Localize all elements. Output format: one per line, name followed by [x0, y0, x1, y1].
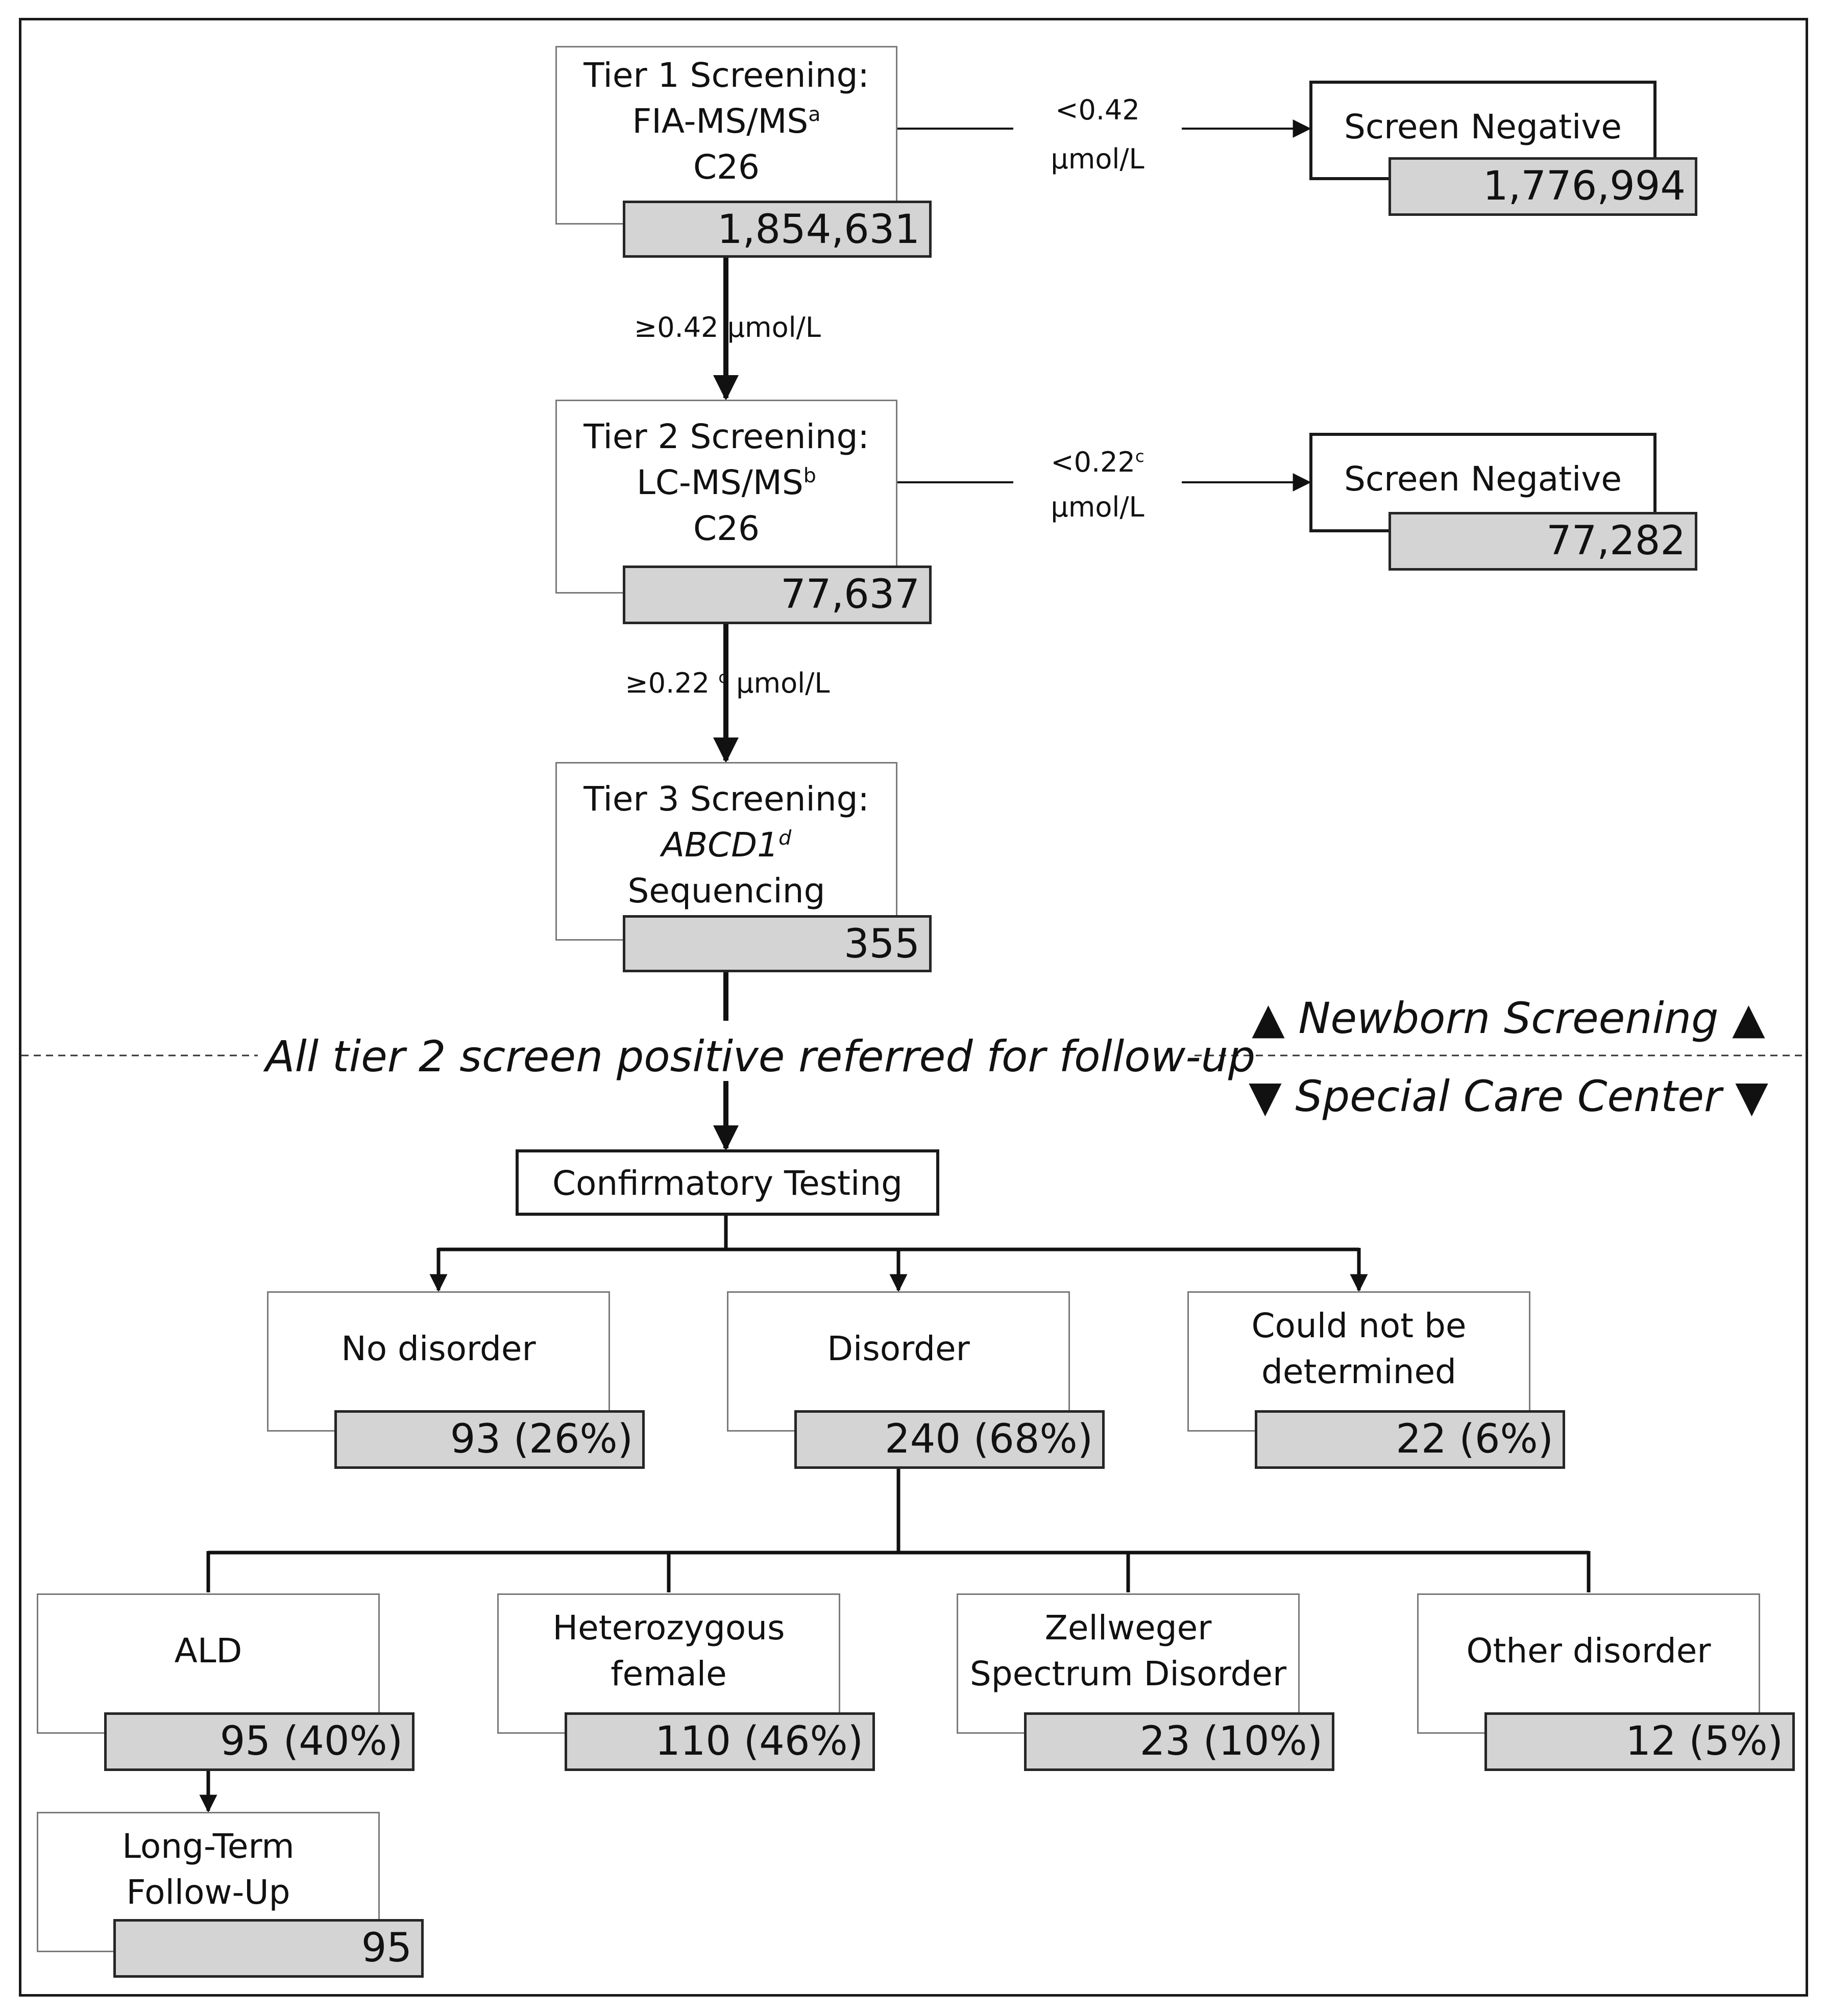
tier1-box: Tier 1 Screening: FIA-MS/MSa C26: [555, 46, 897, 225]
disorder-ald-box: ALD: [37, 1593, 380, 1734]
tier1-title: Tier 1 Screening:: [583, 56, 869, 95]
outcome-undetermined-box: Could not be determined: [1187, 1291, 1530, 1432]
tier2-title: Tier 2 Screening:: [583, 417, 869, 456]
tier2-negative-threshold: <0.22: [1051, 446, 1135, 478]
outcome-no-disorder-box: No disorder: [267, 1291, 610, 1432]
tier3-title: Tier 3 Screening:: [583, 779, 869, 819]
divider-text: All tier 2 screen positive referred for …: [265, 1031, 1256, 1081]
outcome-label-line1: Disorder: [827, 1329, 970, 1368]
followup-count: 95: [113, 1919, 424, 1978]
disorder-zellweger-box: Zellweger Spectrum Disorder: [957, 1593, 1300, 1734]
outcome-label-line2: determined: [1261, 1352, 1456, 1391]
tier2-count: 77,637: [623, 566, 932, 624]
tier2-to-tier3-threshold-line: ≥0.22 c µmol/L: [587, 666, 868, 701]
followup-label-line2: Follow-Up: [126, 1873, 290, 1912]
disorder-zellweger-count: 23 (10%): [1024, 1712, 1334, 1771]
disorder-other-count: 12 (5%): [1484, 1712, 1795, 1771]
disorder-heterozygous-count: 110 (46%): [565, 1712, 875, 1771]
tier2-negative-unit: µmol/L: [1051, 491, 1144, 523]
figure-frame: [19, 18, 1808, 1997]
newborn-screening-label: ▲ Newborn Screening ▲: [1252, 993, 1765, 1043]
tier2-to-tier3-threshold: ≥0.22: [625, 667, 710, 699]
tier1-negative-count: 1,776,994: [1388, 157, 1697, 216]
confirmatory-testing-box: Confirmatory Testing: [516, 1149, 939, 1216]
disorder-label-line2: female: [611, 1654, 727, 1693]
tier2-method-line: LC-MS/MSb: [557, 460, 896, 506]
special-care-center-label: ▼ Special Care Center ▼: [1249, 1071, 1768, 1121]
tier3-gene-line: ABCD1d: [557, 822, 896, 868]
tier1-to-tier2-threshold: ≥0.42 µmol/L: [634, 311, 821, 343]
disorder-ald-count: 95 (40%): [104, 1712, 415, 1771]
disorder-label-line1: Other disorder: [1466, 1631, 1711, 1670]
tier3-method: Sequencing: [627, 871, 825, 911]
tier2-to-tier3-footnote: c: [718, 668, 727, 687]
tier2-negative-count: 77,282: [1388, 512, 1697, 571]
outcome-undetermined-count: 22 (6%): [1255, 1410, 1565, 1469]
tier1-marker: C26: [693, 147, 760, 187]
outcome-no-disorder-count: 93 (26%): [334, 1410, 645, 1469]
tier1-method-footnote: a: [808, 103, 821, 126]
tier1-method-line: FIA-MS/MSa: [557, 99, 896, 144]
tier1-count: 1,854,631: [623, 201, 932, 258]
disorder-heterozygous-box: Heterozygous female: [497, 1593, 840, 1734]
tier1-method: FIA-MS/MS: [632, 102, 809, 141]
tier1-negative-threshold: <0.42: [1055, 94, 1140, 126]
outcome-disorder-count: 240 (68%): [794, 1410, 1105, 1469]
tier2-negative-threshold-line: <0.22c: [1013, 445, 1182, 480]
followup-label-line1: Long-Term: [122, 1827, 295, 1866]
tier3-gene-footnote: d: [778, 826, 792, 850]
outcome-disorder-box: Disorder: [727, 1291, 1070, 1432]
tier2-negative-footnote: c: [1135, 447, 1144, 466]
tier3-count: 355: [623, 915, 932, 972]
outcome-label-line1: Could not be: [1251, 1306, 1467, 1345]
confirmatory-testing-label: Confirmatory Testing: [552, 1164, 903, 1203]
disorder-other-box: Other disorder: [1417, 1593, 1760, 1734]
tier3-gene: ABCD1: [661, 825, 779, 865]
disorder-label-line1: Zellweger: [1044, 1608, 1212, 1648]
tier2-box: Tier 2 Screening: LC-MS/MSb C26: [555, 400, 897, 594]
tier2-method-footnote: b: [803, 464, 816, 487]
disorder-label-line2: Spectrum Disorder: [969, 1654, 1287, 1693]
tier2-method: LC-MS/MS: [637, 463, 803, 502]
outcome-label-line1: No disorder: [341, 1329, 536, 1368]
tier1-negative-unit: µmol/L: [1051, 143, 1144, 175]
tier2-negative-label: Screen Negative: [1344, 459, 1622, 499]
disorder-label-line1: Heterozygous: [552, 1608, 785, 1648]
tier2-to-tier3-unit: µmol/L: [736, 667, 830, 699]
tier3-box: Tier 3 Screening: ABCD1d Sequencing: [555, 762, 897, 941]
tier2-marker: C26: [693, 509, 760, 548]
disorder-label-line1: ALD: [174, 1631, 242, 1670]
tier1-negative-label: Screen Negative: [1344, 107, 1622, 146]
